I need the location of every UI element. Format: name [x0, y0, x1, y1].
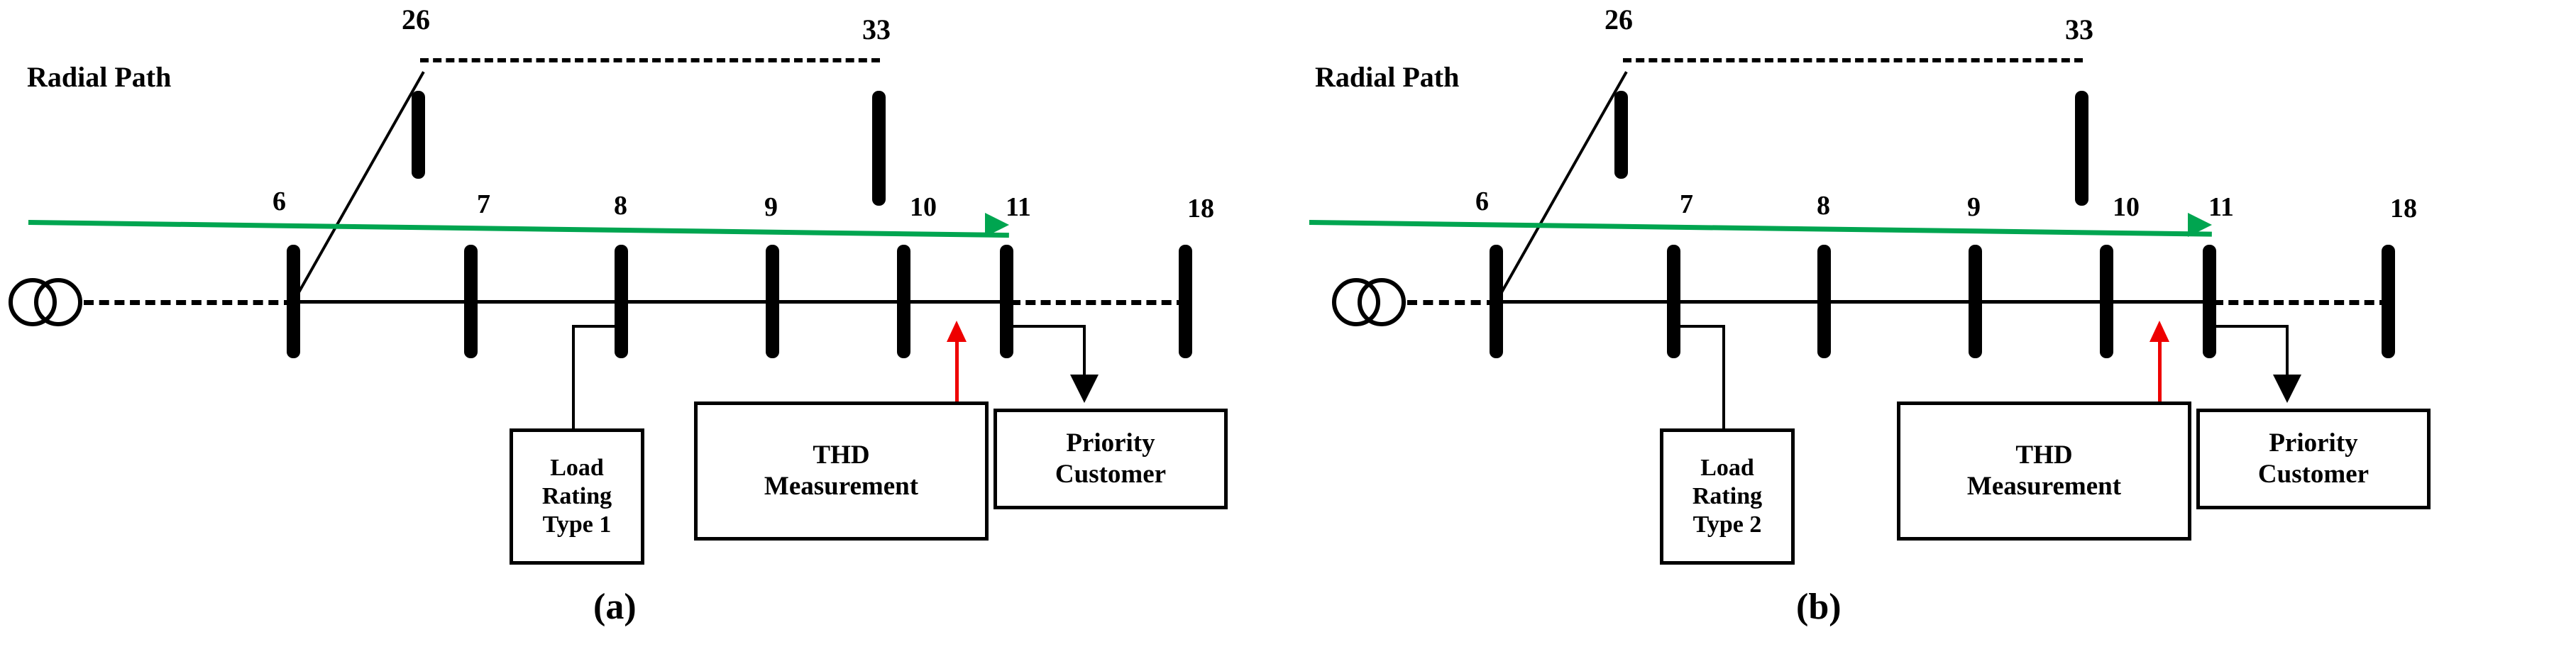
- bus-bar-33: [872, 91, 886, 206]
- bus-label-8: 8: [614, 191, 627, 221]
- bus-bar-18: [1179, 245, 1192, 358]
- radial-path-label: Radial Path: [27, 61, 172, 93]
- bus-bar-18: [2382, 245, 2395, 358]
- load-rating-connector-horizontal: [1675, 325, 1725, 328]
- bus-bar-7: [1667, 245, 1680, 358]
- bus-bar-6: [287, 245, 300, 358]
- radial-path-label: Radial Path: [1315, 61, 1460, 93]
- bus-bar-8: [615, 245, 628, 358]
- thd-line-1: THD: [2015, 441, 2073, 470]
- priority-connector-horizontal: [1008, 325, 1086, 328]
- bus-bar-33: [2075, 91, 2088, 206]
- bus-bar-11: [2203, 245, 2216, 358]
- panel-a: 26 33 Radial Path 6 7 8 9 10 11 18: [9, 4, 1228, 627]
- bus-label-6: 6: [1475, 187, 1489, 216]
- radial-path-line: [28, 220, 1009, 238]
- bus-bar-9: [766, 245, 779, 358]
- priority-customer-box[interactable]: Priority Customer: [2196, 409, 2431, 509]
- tie-line-26-33: [420, 58, 880, 62]
- bus-bar-11: [1000, 245, 1013, 358]
- load-rating-connector-vertical: [572, 325, 575, 430]
- bus-label-11: 11: [2208, 192, 2234, 222]
- bus-label-11: 11: [1006, 192, 1031, 222]
- bus-label-9: 9: [764, 192, 778, 222]
- bus-label-10: 10: [910, 192, 937, 222]
- load-rating-line-3: Type 1: [542, 511, 612, 538]
- priority-line-1: Priority: [2269, 428, 2358, 458]
- bus-label-18: 18: [1187, 194, 1214, 223]
- bus-bar-26: [412, 91, 425, 179]
- panel-b: 26 33 Radial Path 6 7 8 9 10 11 18 Load …: [1288, 0, 2576, 659]
- panel-caption-b: (b): [1796, 587, 1842, 627]
- priority-arrowhead: [2273, 375, 2301, 403]
- load-rating-line-3: Type 2: [1692, 511, 1762, 538]
- transformer-circle-secondary: [1358, 278, 1406, 326]
- load-rating-line-1: Load: [550, 454, 604, 481]
- load-rating-connector-horizontal: [572, 325, 622, 328]
- bus-label-33: 33: [2065, 13, 2093, 45]
- bus-label-6: 6: [273, 187, 286, 216]
- priority-customer-box[interactable]: Priority Customer: [993, 409, 1228, 509]
- radial-path-arrowhead: [2188, 213, 2212, 237]
- bus-label-9: 9: [1967, 192, 1981, 222]
- main-feeder-line: [291, 300, 1009, 304]
- priority-line-2: Customer: [2257, 460, 2369, 489]
- load-rating-box[interactable]: Load Rating Type 1: [510, 428, 644, 565]
- bus-bar-9: [1969, 245, 1982, 358]
- main-feeder-line: [1494, 300, 2212, 304]
- radial-path-line: [1309, 220, 2212, 237]
- priority-connector-vertical: [2286, 325, 2289, 376]
- bus-label-18: 18: [2390, 194, 2417, 223]
- tie-line-6-26: [1495, 71, 1628, 302]
- thd-line-2: Measurement: [1966, 472, 2122, 501]
- feeder-dashed-right: [2213, 300, 2389, 305]
- thd-measurement-box[interactable]: THD Measurement: [1897, 402, 2191, 541]
- bus-label-33: 33: [862, 13, 891, 45]
- feeder-dashed-left: [84, 300, 294, 305]
- thd-arrow-line: [2158, 340, 2162, 403]
- bus-bar-10: [897, 245, 910, 358]
- bus-bar-6: [1490, 245, 1503, 358]
- load-rating-line-2: Rating: [1692, 482, 1763, 509]
- bus-label-7: 7: [1680, 189, 1693, 219]
- feeder-dashed-right: [1011, 300, 1187, 305]
- load-rating-line-2: Rating: [541, 482, 612, 509]
- thd-arrowhead: [947, 321, 967, 342]
- feeder-dashed-left: [1407, 300, 1497, 305]
- load-rating-connector-vertical: [1722, 325, 1725, 430]
- bus-bar-8: [1817, 245, 1831, 358]
- bus-bar-10: [2100, 245, 2113, 358]
- transformer-circle-secondary: [34, 278, 82, 326]
- load-rating-line-1: Load: [1700, 454, 1754, 481]
- radial-path-arrowhead: [985, 213, 1009, 237]
- priority-arrowhead: [1070, 375, 1099, 403]
- priority-line-2: Customer: [1055, 460, 1167, 489]
- bus-label-8: 8: [1817, 191, 1830, 221]
- priority-line-1: Priority: [1066, 428, 1155, 458]
- thd-arrow-line: [955, 340, 959, 403]
- bus-label-26: 26: [1605, 4, 1633, 35]
- thd-arrowhead: [2150, 321, 2169, 342]
- priority-connector-horizontal: [2211, 325, 2289, 328]
- bus-label-7: 7: [477, 189, 490, 219]
- panel-caption-a: (a): [593, 587, 637, 627]
- priority-connector-vertical: [1083, 325, 1086, 376]
- bus-bar-7: [464, 245, 478, 358]
- load-rating-box[interactable]: Load Rating Type 2: [1660, 428, 1795, 565]
- bus-label-10: 10: [2113, 192, 2140, 222]
- thd-line-1: THD: [813, 441, 870, 470]
- thd-line-2: Measurement: [764, 472, 919, 501]
- tie-line-6-26: [292, 71, 425, 302]
- thd-measurement-box[interactable]: THD Measurement: [694, 402, 989, 541]
- bus-label-26: 26: [402, 4, 430, 35]
- tie-line-26-33: [1623, 58, 2083, 62]
- bus-bar-26: [1614, 91, 1628, 179]
